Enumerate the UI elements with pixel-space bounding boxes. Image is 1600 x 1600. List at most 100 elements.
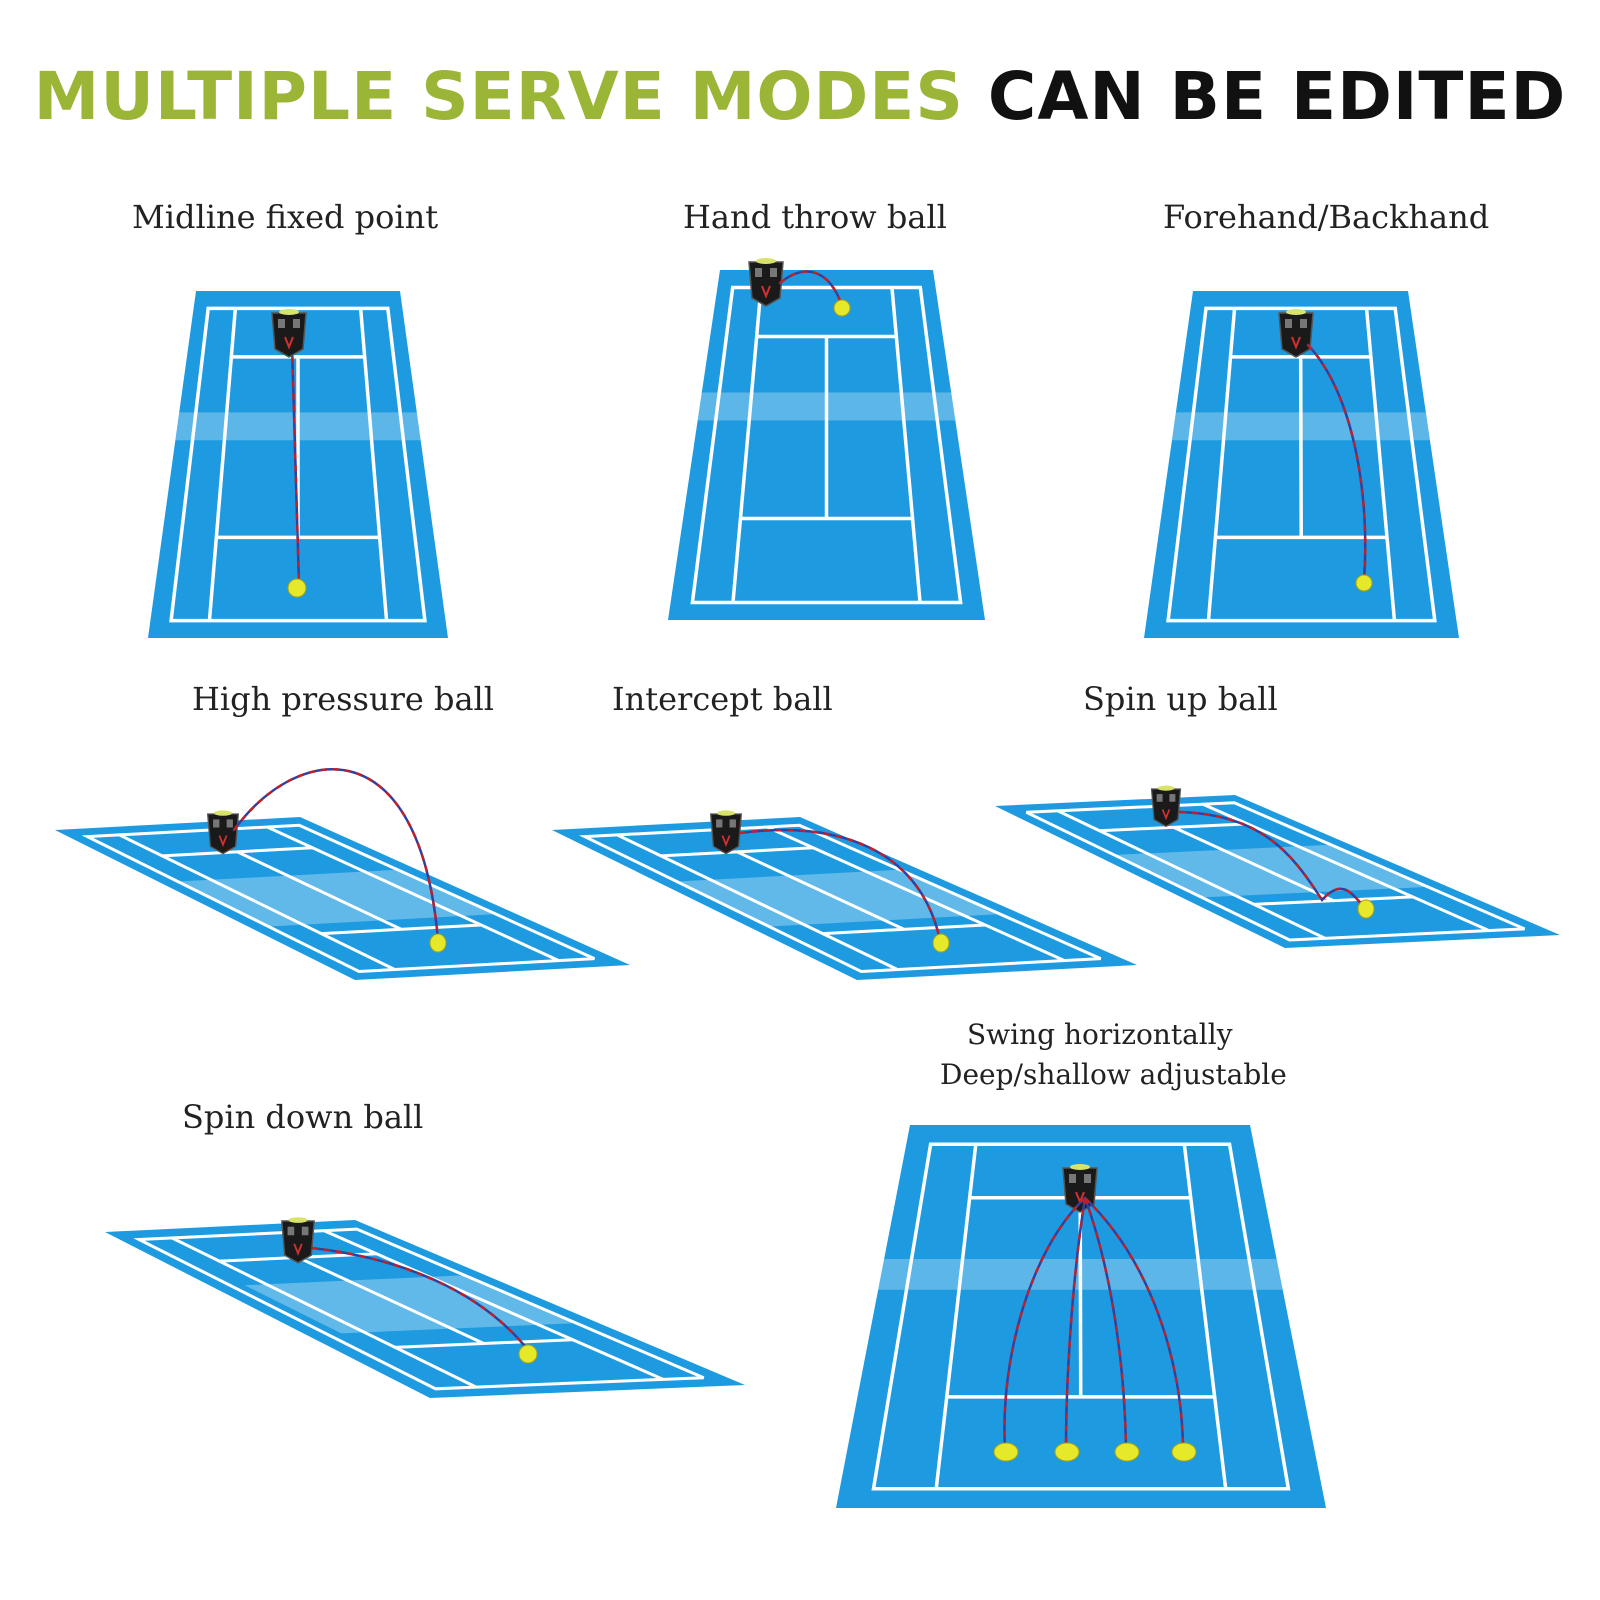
machine-body [1278,312,1314,358]
tennis-ball [287,578,307,598]
caption-spin-up: Spin up ball [1083,680,1278,718]
net-band [180,869,494,927]
machine-balls [1157,785,1175,791]
trajectory [1003,1196,1087,1450]
singles-sideline [323,1229,664,1381]
trajectory-dash [232,768,440,941]
court-spin-down [105,1217,745,1398]
court-surface [105,1220,745,1398]
singles-sideline [207,308,238,621]
machine-balls [288,1217,308,1223]
court-intercept [552,810,1137,980]
singles-sideline [1206,308,1237,621]
machine-balls [214,810,232,816]
machine-mark [218,835,228,848]
trajectory [1064,1196,1087,1450]
machine-balls [756,258,776,264]
tennis-ball [1114,1442,1140,1462]
machine-panel [1285,319,1292,328]
ball-machine [1278,309,1314,358]
machine-panel [301,1226,309,1236]
center-service-line [1298,356,1303,538]
singles-sideline [1057,809,1326,940]
machine-panel [293,319,300,328]
singles-sideline [266,825,560,962]
net-band [679,869,998,927]
service-line [321,923,482,936]
trajectory-dash [1084,1197,1185,1449]
machine-panel [716,819,723,828]
trajectory-base [1064,1196,1087,1450]
machine-body [709,813,743,855]
caption-forehand-backhand: Forehand/Backhand [1163,198,1490,236]
center-service-line [236,850,402,931]
machine-panel [1084,1174,1091,1183]
singles-sideline [1182,1143,1228,1490]
singles-sideline [1202,802,1490,932]
singles-sideline [171,1236,477,1389]
machine-body [748,261,784,307]
caption-spin-down: Spin down ball [182,1098,424,1136]
tennis-ball [1054,1442,1080,1462]
court-surface [55,817,630,980]
machine-panel [226,819,233,828]
tennis-ball [1357,899,1375,919]
machine-body [271,312,307,358]
machine-panel [213,819,220,828]
trajectory-dash [1307,344,1367,581]
trajectory-dash [779,270,844,307]
ball-machine [709,810,743,855]
machine-body [281,1220,315,1264]
singles-sideline [934,1143,978,1490]
ball-machine [748,258,784,307]
caption-swing-line1: Swing horizontally [967,1018,1233,1051]
singles-sideline [118,833,396,971]
net-band [697,392,956,421]
machine-panel [278,319,285,328]
machine-panel [1300,319,1307,328]
caption-intercept: Intercept ball [612,680,833,718]
court-boundary [1166,306,1437,623]
singles-sideline [358,308,389,621]
trajectory [1306,343,1367,582]
court-spin-up [995,785,1560,948]
trajectory-dash [1083,1197,1128,1449]
headline-dark: CAN BE EDITED [987,58,1567,135]
trajectory [1083,1196,1185,1450]
machine-mark [761,285,771,299]
machine-panel [1169,794,1176,802]
trajectory [778,270,844,308]
machine-balls [279,309,299,315]
court-boundary [169,306,427,623]
caption-midline: Midline fixed point [132,198,439,236]
net-band [244,1275,574,1334]
ball-machine [281,1217,315,1264]
tennis-ball [518,1344,538,1364]
trajectory-dash [290,344,301,586]
court-midline [148,291,448,638]
singles-sideline [890,287,922,603]
machine-mark [284,336,294,350]
tennis-ball [1171,1442,1197,1462]
machine-mark [293,1243,303,1256]
center-service-line [1172,825,1334,902]
court-surface [995,795,1560,948]
ball-machine [1150,785,1182,828]
ball-machine [271,309,307,358]
court-high-pressure [55,768,630,980]
trajectory [232,768,440,942]
service-line [822,923,986,936]
net-band [878,1259,1283,1290]
headline-accent: MULTIPLE SERVE MODES [33,58,964,135]
tennis-ball [1355,574,1373,592]
trajectory [1083,1196,1128,1450]
tennis-ball [429,933,447,953]
ball-machine [206,810,240,855]
machine-panel [1156,794,1163,802]
machine-balls [1286,309,1306,315]
machine-panel [755,268,762,277]
net-band [1116,844,1426,898]
tennis-ball [932,933,950,953]
trajectory-dash [1179,810,1363,906]
